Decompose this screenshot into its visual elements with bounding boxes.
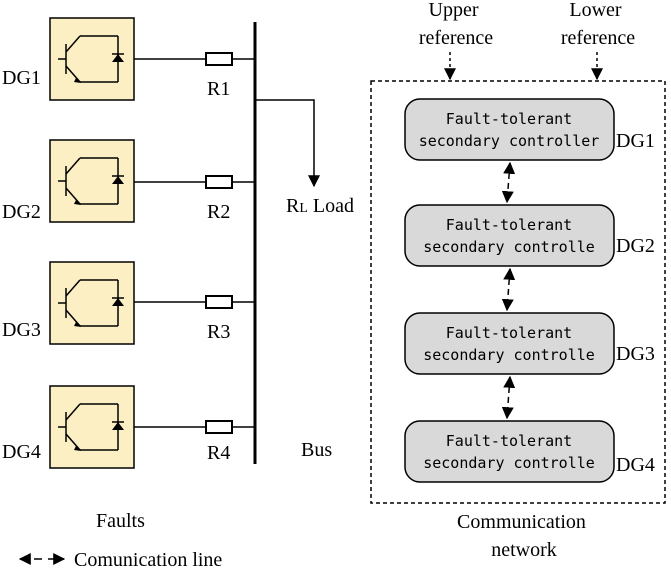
diode-icon xyxy=(112,53,124,62)
comm-link-3-4 xyxy=(501,375,516,420)
controller-3: Fault-tolerant secondary controlle DG3 xyxy=(404,312,655,375)
legend-label: Comunication line xyxy=(74,549,222,569)
controller-dg-label: DG2 xyxy=(616,235,655,257)
controller-2: Fault-tolerant secondary controlle DG2 xyxy=(404,204,655,267)
controller-line1: Fault-tolerant xyxy=(446,216,572,234)
dg-label: DG1 xyxy=(2,67,41,89)
dg-label: DG4 xyxy=(2,441,41,463)
controller-box xyxy=(404,312,615,375)
dg-label: DG2 xyxy=(2,201,41,223)
resistor-label: R1 xyxy=(207,78,230,100)
controller-box xyxy=(404,98,615,161)
communication-network-frame xyxy=(370,80,666,504)
comm-link-1-2 xyxy=(501,161,516,204)
resistor-icon xyxy=(205,420,233,434)
controller-dg-label: DG3 xyxy=(616,343,655,365)
igbt-icon xyxy=(58,403,119,451)
igbt-icon xyxy=(58,157,119,205)
controller-box xyxy=(404,204,615,267)
igbt-icon xyxy=(58,279,119,327)
upper-reference-label: Upper reference xyxy=(419,0,493,49)
controller-dg-label: DG4 xyxy=(616,454,655,476)
controller-line2: secondary controlle xyxy=(423,346,595,364)
controller-line2: secondary controller xyxy=(419,132,600,150)
comm-link-2-3 xyxy=(501,267,516,312)
diode-icon xyxy=(112,421,124,430)
dg-unit-2: DG2 R2 xyxy=(2,139,255,223)
controller-4: Fault-tolerant secondary controlle DG4 xyxy=(404,420,655,483)
diode-icon xyxy=(112,297,124,306)
dg-unit-1: DG1 R1 xyxy=(2,17,255,101)
resistor-icon xyxy=(205,295,233,309)
dg-label: DG3 xyxy=(2,319,41,341)
controller-1: Fault-tolerant secondary controller DG1 xyxy=(404,98,655,161)
diode-icon xyxy=(112,175,124,184)
resistor-label: R4 xyxy=(207,442,230,464)
resistor-label: R2 xyxy=(207,201,230,223)
faults-label: Faults xyxy=(96,510,145,532)
load-label: RL Load xyxy=(286,195,354,217)
lower-reference-label: Lower reference xyxy=(561,0,635,49)
controller-dg-label: DG1 xyxy=(616,130,655,152)
controller-box xyxy=(404,420,615,483)
dg-unit-4: DG4 R4 xyxy=(2,385,255,469)
resistor-icon xyxy=(205,175,233,189)
resistor-icon xyxy=(205,52,233,66)
bus-label: Bus xyxy=(301,439,332,461)
dg-unit-3: DG3 R3 xyxy=(2,261,255,345)
controller-line2: secondary controlle xyxy=(423,454,595,472)
resistor-label: R3 xyxy=(207,321,230,343)
communication-network-title: Communication network xyxy=(457,511,591,561)
load-line xyxy=(255,99,320,188)
controller-line1: Fault-tolerant xyxy=(446,324,572,342)
igbt-icon xyxy=(58,35,119,83)
controller-line1: Fault-tolerant xyxy=(446,432,572,450)
legend: Comunication line xyxy=(18,549,222,569)
controller-line2: secondary controlle xyxy=(423,238,595,256)
controller-line1: Fault-tolerant xyxy=(446,110,572,128)
